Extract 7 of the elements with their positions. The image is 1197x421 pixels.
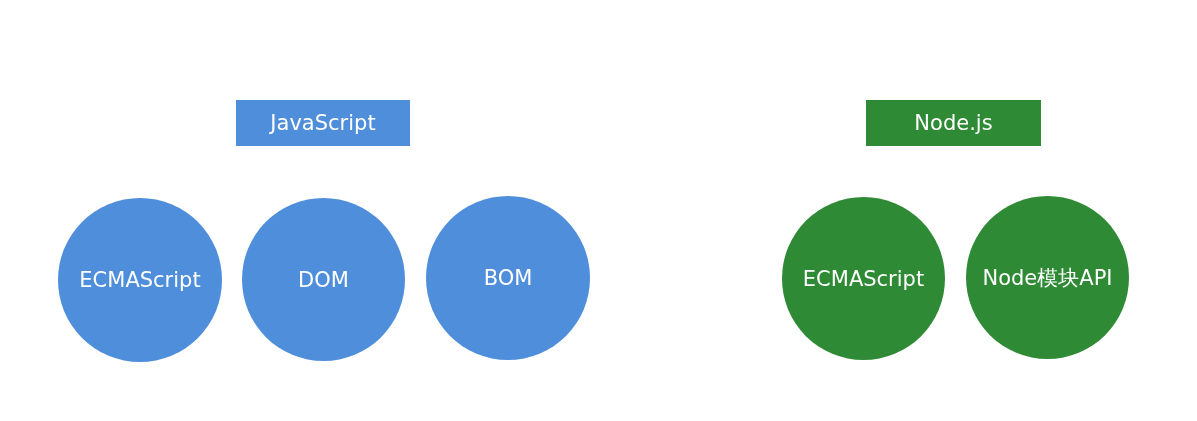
- circle: Node模块API: [966, 196, 1129, 359]
- heading-box: JavaScript: [236, 100, 410, 146]
- circle: ECMAScript: [782, 197, 945, 360]
- heading-box: Node.js: [866, 100, 1041, 146]
- circle: BOM: [426, 196, 590, 360]
- circle: DOM: [242, 198, 405, 361]
- circle: ECMAScript: [58, 198, 222, 362]
